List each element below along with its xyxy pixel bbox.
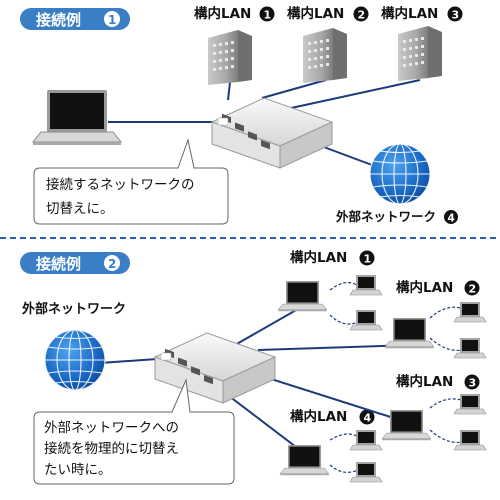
svg-text:構内LAN: 構内LAN (290, 249, 347, 266)
svg-text:構内LAN: 構内LAN (287, 5, 344, 22)
example2-lan-label-3: 構内LAN 3 (396, 373, 480, 390)
svg-text:構内LAN: 構内LAN (396, 279, 453, 296)
example2-lan-label-4: 構内LAN 4 (290, 408, 375, 425)
svg-text:3: 3 (452, 9, 460, 22)
example2-external-label: 外部ネットワーク (21, 301, 126, 317)
example2-lan-label-2: 構内LAN 2 (396, 279, 480, 296)
svg-text:3: 3 (469, 377, 477, 390)
svg-text:構内LAN: 構内LAN (396, 373, 453, 390)
example2-switch (154, 332, 276, 404)
example2-lan2-pc-1 (453, 301, 487, 323)
example1-lan-label-2: 構内LAN 2 (287, 5, 369, 22)
svg-text:2: 2 (358, 9, 366, 22)
svg-text:1: 1 (364, 253, 372, 266)
svg-text:4: 4 (364, 412, 372, 425)
example1-badge-label: 接続例 (36, 11, 81, 29)
svg-text:構内LAN: 構内LAN (381, 5, 438, 22)
example2-lan1-pc-1 (349, 274, 383, 296)
example2-lan4-pc-1 (349, 429, 383, 451)
svg-text:4: 4 (448, 213, 455, 225)
example2-lan4-pc-2 (349, 461, 383, 483)
example1-callout-line2: 切替えに。 (46, 201, 114, 217)
example1-building-3 (398, 26, 442, 81)
example1-callout: 接続するネットワークの 切替えに。 (33, 138, 229, 225)
example2-globe-icon (44, 329, 106, 391)
example1-building-1 (208, 30, 252, 85)
example2-lan3-laptop (382, 409, 431, 441)
svg-text:構内LAN: 構内LAN (194, 5, 251, 22)
example2-lan2-pc-2 (453, 337, 487, 359)
example2-lan1-laptop (278, 280, 327, 312)
example2-lan4-laptop (280, 444, 329, 476)
example2-callout-line1: 外部ネットワークへの (44, 420, 179, 436)
example1-laptop (32, 89, 122, 146)
example2-lan3-pc-1 (453, 393, 487, 415)
example1-external-label: 外部ネットワーク 4 (335, 209, 458, 225)
example1-globe-icon (369, 143, 431, 205)
example2-lan-label-1: 構内LAN 1 (290, 249, 375, 266)
example2-lan2-laptop (385, 317, 434, 349)
example2-lan1-pc-2 (349, 309, 383, 331)
example1-badge-number: 1 (108, 13, 116, 27)
example1-switch (211, 97, 333, 169)
example2-callout: 外部ネットワークへの 接続を物理的に切替え たい時に。 (33, 378, 235, 485)
example1-building-2 (303, 28, 347, 83)
example2-badge: 接続例 2 (20, 252, 130, 274)
example2-callout-line3: たい時に。 (44, 462, 112, 478)
svg-text:外部ネットワーク: 外部ネットワーク (335, 209, 436, 224)
example1-badge: 接続例 1 (20, 8, 130, 30)
example2-badge-label: 接続例 (36, 255, 81, 273)
example1-lan-label-1: 構内LAN 1 (194, 5, 275, 22)
example1-lan-label-3: 構内LAN 3 (381, 5, 463, 22)
example1-callout-line1: 接続するネットワークの (46, 176, 195, 193)
svg-text:2: 2 (469, 283, 477, 296)
svg-text:1: 1 (264, 9, 272, 22)
example2-lan3-pc-2 (453, 429, 487, 451)
example2-badge-number: 2 (108, 257, 116, 271)
example2-callout-line2: 接続を物理的に切替え (44, 440, 179, 457)
svg-text:構内LAN: 構内LAN (290, 408, 347, 425)
